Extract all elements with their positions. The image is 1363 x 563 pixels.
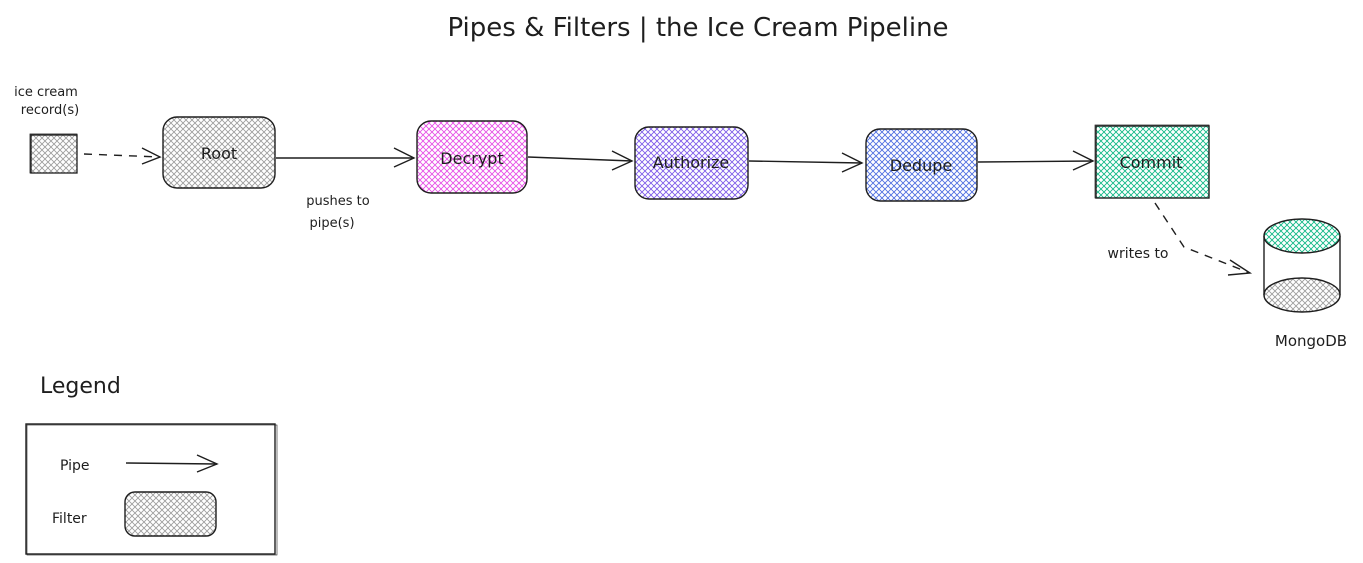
pipe-annotation-line1: pushes to <box>306 194 370 209</box>
filter-dedupe-label: Dedupe <box>890 156 952 175</box>
pipe-authorize-to-dedupe <box>748 152 864 173</box>
legend-filter-label: Filter <box>52 511 87 527</box>
pipe-annotation-line2: pipe(s) <box>309 216 354 231</box>
pipe-decrypt-to-authorize <box>527 150 634 171</box>
legend-pipe-arrow <box>125 454 219 473</box>
filter-root-label: Root <box>201 144 237 163</box>
pipe-dedupe-to-commit <box>977 150 1095 171</box>
legend-title: Legend <box>40 374 121 399</box>
filter-root[interactable]: Root <box>162 116 276 189</box>
filter-authorize[interactable]: Authorize <box>634 126 749 200</box>
diagram-title: Pipes & Filters | the Ice Cream Pipeline <box>447 13 948 43</box>
pipe-root-to-decrypt <box>276 147 416 168</box>
filter-decrypt-label: Decrypt <box>440 149 503 168</box>
filter-commit-label: Commit <box>1120 153 1183 172</box>
filter-dedupe[interactable]: Dedupe <box>865 128 978 202</box>
database-cylinder[interactable] <box>1263 218 1341 313</box>
write-annotation: writes to <box>1108 246 1169 262</box>
database-label: MongoDB <box>1275 332 1347 350</box>
input-to-root-arrow <box>83 147 162 165</box>
input-label-line2: record(s) <box>21 103 79 118</box>
legend-pipe-label: Pipe <box>60 458 90 474</box>
filter-commit[interactable]: Commit <box>1094 124 1210 199</box>
input-label-line1: ice cream <box>14 85 78 100</box>
input-record-square <box>29 133 78 174</box>
legend-filter-shape <box>124 491 217 537</box>
filter-decrypt[interactable]: Decrypt <box>416 120 528 194</box>
commit-to-database-arrow <box>1154 202 1253 276</box>
legend-box <box>25 423 278 556</box>
filter-authorize-label: Authorize <box>653 153 730 172</box>
